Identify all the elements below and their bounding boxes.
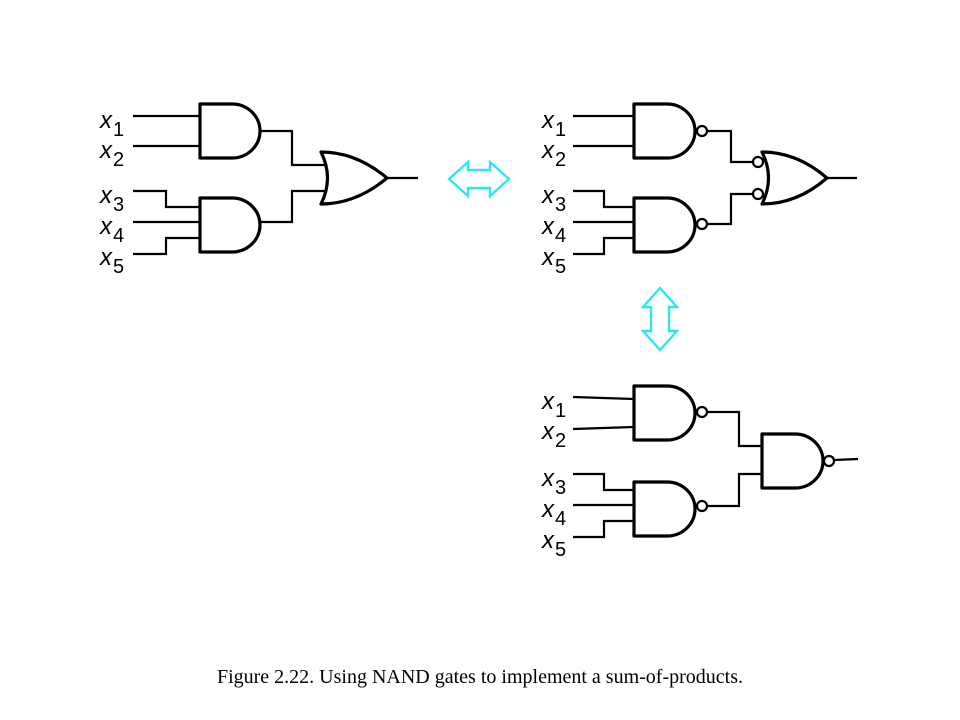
nand-gate-top: [632, 384, 697, 442]
and-gate-bottom: [198, 196, 262, 254]
svg-text:x: x: [541, 244, 555, 271]
inversion-bubble: [751, 155, 765, 169]
svg-text:5: 5: [555, 256, 566, 278]
input-label-x1: x 1: [541, 107, 566, 141]
svg-text:x: x: [99, 213, 113, 240]
input-label-x1: x 1: [541, 388, 566, 422]
equivalence-arrow-vertical: [640, 286, 680, 352]
input-label-x4: x 4: [541, 213, 566, 247]
svg-text:x: x: [99, 244, 113, 271]
or-gate-inverted-inputs: [760, 150, 829, 206]
wires: [572, 395, 859, 539]
svg-text:x: x: [541, 137, 555, 164]
svg-text:x: x: [541, 182, 555, 209]
svg-text:x: x: [99, 182, 113, 209]
svg-text:4: 4: [113, 225, 124, 247]
inversion-bubble: [695, 124, 709, 138]
input-label-x4: x 4: [99, 213, 124, 247]
input-label-x2: x 2: [99, 137, 124, 171]
svg-text:1: 1: [555, 400, 566, 422]
svg-text:x: x: [99, 107, 113, 134]
nand-nand-circuit: x 1 x 2 x 3 x 4 x 5: [541, 384, 859, 561]
nand-bubbled-or-circuit: x 1 x 2 x 3 x 4 x 5: [541, 102, 857, 278]
svg-text:x: x: [541, 465, 555, 492]
svg-text:x: x: [541, 527, 555, 554]
svg-text:2: 2: [555, 149, 566, 171]
svg-text:1: 1: [555, 119, 566, 141]
svg-text:x: x: [541, 388, 555, 415]
or-gate: [319, 150, 389, 206]
svg-text:1: 1: [113, 119, 124, 141]
inversion-bubble: [751, 187, 765, 201]
input-label-x5: x 5: [99, 244, 124, 278]
svg-text:x: x: [541, 107, 555, 134]
input-label-x3: x 3: [541, 465, 566, 499]
nand-gate-bottom: [632, 480, 697, 538]
input-label-x4: x 4: [541, 496, 566, 530]
inversion-bubble: [695, 405, 709, 419]
wires: [133, 114, 418, 256]
input-label-x5: x 5: [541, 244, 566, 278]
input-label-x3: x 3: [541, 182, 566, 216]
nand-gate-output: [760, 432, 825, 490]
input-label-x5: x 5: [541, 527, 566, 561]
and-gate-top: [198, 102, 262, 160]
svg-text:4: 4: [555, 508, 566, 530]
input-label-x2: x 2: [541, 137, 566, 171]
svg-text:3: 3: [113, 194, 124, 216]
input-label-x3: x 3: [99, 182, 124, 216]
inversion-bubble: [695, 499, 709, 513]
svg-text:4: 4: [555, 225, 566, 247]
input-label-x2: x 2: [541, 418, 566, 452]
svg-text:3: 3: [555, 477, 566, 499]
nand-gate-bottom: [632, 196, 697, 254]
svg-text:x: x: [99, 137, 113, 164]
inversion-bubble: [822, 454, 836, 468]
equivalence-arrow-horizontal: [447, 159, 511, 199]
svg-text:3: 3: [555, 194, 566, 216]
svg-text:x: x: [541, 213, 555, 240]
inversion-bubble: [695, 217, 709, 231]
svg-text:2: 2: [555, 430, 566, 452]
svg-text:5: 5: [555, 539, 566, 561]
svg-text:x: x: [541, 418, 555, 445]
input-label-x1: x 1: [99, 107, 124, 141]
nand-gate-top: [632, 102, 697, 160]
svg-text:x: x: [541, 496, 555, 523]
wires: [573, 114, 857, 256]
svg-text:2: 2: [113, 149, 124, 171]
figure-caption: Figure 2.22. Using NAND gates to impleme…: [216, 666, 744, 688]
svg-text:5: 5: [113, 256, 124, 278]
and-or-circuit: x 1 x 2 x 3 x 4 x 5: [99, 102, 418, 278]
